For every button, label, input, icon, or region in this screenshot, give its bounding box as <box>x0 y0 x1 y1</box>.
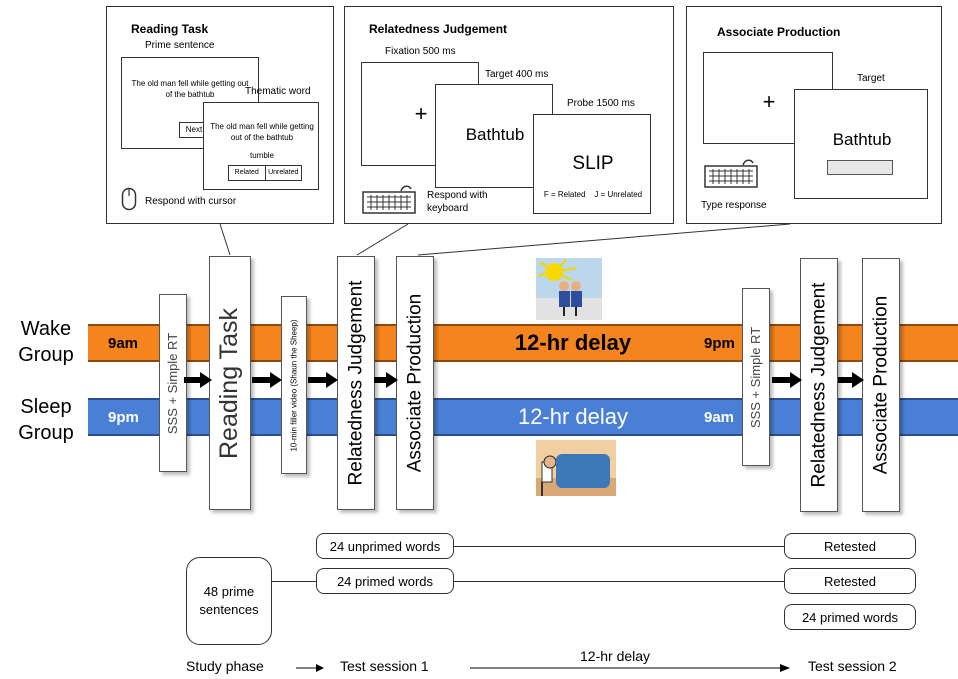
fixation-symbol: + <box>762 89 776 114</box>
thematic-word-label: Thematic word <box>245 86 311 97</box>
retested-box-1: Retested <box>784 533 916 559</box>
relatedness-judgement-bar-1: Relatedness Judgement <box>337 256 375 510</box>
fixation-symbol: + <box>414 101 428 126</box>
test-session-2-label: Test session 2 <box>808 658 897 674</box>
wake-delay-label: 12-hr delay <box>514 330 632 355</box>
associate-panel: Associate Production + Target Bathtub Ty… <box>686 6 942 224</box>
wake-group-label: Wake Group <box>18 318 74 366</box>
keyboard-icon <box>362 185 416 214</box>
panel-title: Associate Production <box>717 25 841 39</box>
sleep-end-time: 9am <box>704 409 735 426</box>
prime-sentences-box: 48 prime sentences <box>186 557 272 645</box>
arrow-right-icon <box>184 372 212 388</box>
study-phase-label: Study phase <box>186 658 264 674</box>
mouse-icon <box>121 187 137 211</box>
sss-simple-rt-bar-1: SSS + Simple RT <box>159 294 187 472</box>
unprimed-words-box: 24 unprimed words <box>316 533 454 559</box>
arrow-right-icon <box>772 372 802 388</box>
related-button[interactable]: Related <box>229 166 266 180</box>
primed-words-box-2: 24 primed words <box>784 604 916 630</box>
probe-word: SLIP <box>572 153 614 174</box>
fixation-label: Fixation 500 ms <box>385 46 456 57</box>
assoc-target-screen: Bathtub <box>794 89 928 199</box>
retested-box-2: Retested <box>784 568 916 594</box>
primed-words-box: 24 primed words <box>316 568 454 594</box>
target-word: Bathtub <box>832 130 892 149</box>
sleep-group-label: Sleep Group <box>18 396 74 444</box>
unrelated-button[interactable]: Unrelated <box>268 169 299 176</box>
probe-screen: SLIP F = Related J = Unrelated <box>533 114 651 214</box>
prime-sentence-label: Prime sentence <box>145 40 215 51</box>
associate-production-bar-1: Associate Production <box>396 256 434 510</box>
related-unrelated-group: Related Unrelated <box>228 165 302 181</box>
arrow-right-icon <box>296 664 324 672</box>
target-400-label: Target 400 ms <box>485 69 549 80</box>
test-session-1-label: Test session 1 <box>340 658 429 674</box>
relatedness-judgement-bar-2: Relatedness Judgement <box>800 258 838 512</box>
wake-start-time: 9am <box>108 335 139 352</box>
assoc-target-label: Target <box>857 73 885 84</box>
thematic-word: tumble <box>249 151 274 160</box>
response-input[interactable] <box>827 160 893 175</box>
filler-video-bar: 10-min filler video (Shaun the Sheep) <box>281 296 307 474</box>
respond-keyboard-label: Respond with keyboard <box>427 190 488 214</box>
sun-couple-icon <box>536 258 602 320</box>
keyboard-icon <box>704 159 758 188</box>
connector-line <box>454 546 784 547</box>
reading-task-panel: Reading Task Prime sentence The old man … <box>106 6 334 224</box>
wake-end-time: 9pm <box>704 335 735 352</box>
connector-line <box>272 581 316 582</box>
sss-simple-rt-bar-2: SSS + Simple RT <box>742 288 770 466</box>
target-word: Bathtub <box>465 125 525 144</box>
sleep-start-time: 9pm <box>108 409 139 426</box>
thematic-screen: The old man fell while getting out of th… <box>203 102 319 190</box>
panel-title: Relatedness Judgement <box>369 22 508 36</box>
arrow-right-icon <box>838 372 864 388</box>
arrow-right-icon <box>470 664 790 672</box>
thematic-text: The old man fell while getting out of th… <box>210 122 314 142</box>
type-response-label: Type response <box>701 200 767 211</box>
associate-production-bar-2: Associate Production <box>862 258 900 512</box>
connector-line <box>454 581 784 582</box>
arrow-right-icon <box>252 372 282 388</box>
probe-keys: F = Related J = Unrelated <box>543 190 643 199</box>
sleep-delay-label: 12-hr delay <box>517 404 629 429</box>
sleeping-person-icon <box>536 440 616 496</box>
relatedness-panel: Relatedness Judgement Fixation 500 ms + … <box>344 6 674 224</box>
arrow-right-icon <box>308 372 338 388</box>
prime-text: The old man fell while getting out of th… <box>131 79 249 99</box>
respond-cursor-label: Respond with cursor <box>145 196 237 207</box>
delay-label: 12-hr delay <box>580 648 651 664</box>
panel-title: Reading Task <box>131 22 209 36</box>
reading-task-bar: Reading Task <box>209 256 251 510</box>
probe-label: Probe 1500 ms <box>567 98 635 109</box>
arrow-right-icon <box>374 372 398 388</box>
